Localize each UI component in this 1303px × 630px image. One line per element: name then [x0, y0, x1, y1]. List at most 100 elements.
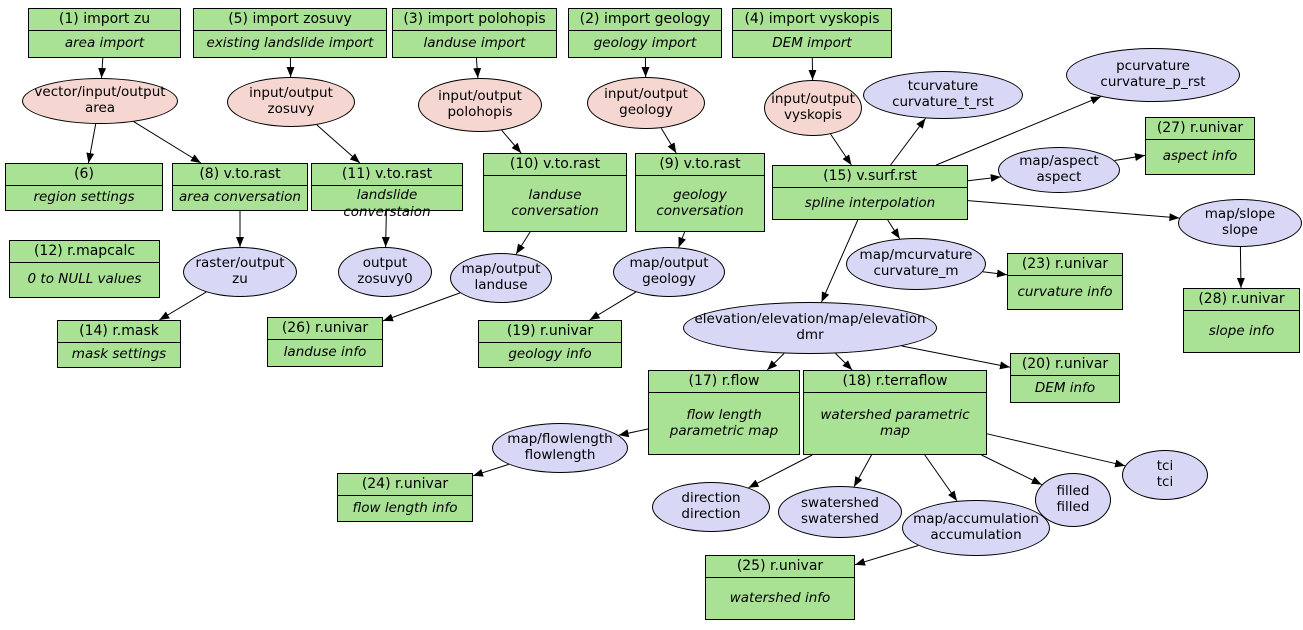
- edge-io-vyskopis--vsurfrst: [830, 133, 852, 166]
- module-description: curvature info: [1017, 283, 1113, 300]
- module-description: DEM import: [772, 35, 852, 52]
- module-title: (10) v.to.rast: [484, 154, 626, 176]
- module-description: watershed info: [729, 589, 831, 606]
- module-title: (8) v.to.rast: [173, 164, 307, 186]
- module-description: spline interpolation: [804, 194, 936, 211]
- module-node-runivar-landuse[interactable]: (26) r.univar landuse info: [267, 317, 383, 367]
- module-description: landuse conversation: [511, 186, 599, 220]
- module-description: watershed parametric map: [820, 406, 970, 440]
- data-node-map-flowlength[interactable]: map/flowlength flowlength: [492, 423, 628, 473]
- edge-vtorast-landslide--out-zosuvy0: [381, 210, 390, 248]
- edge-elevation-dmr--rterraflow: [835, 353, 853, 371]
- module-title: (23) r.univar: [1008, 254, 1122, 276]
- data-node-out-zu[interactable]: raster/output zu: [183, 247, 297, 297]
- module-title: (11) v.to.rast: [312, 164, 462, 186]
- module-node-rflow[interactable]: (17) r.flow flow length parametric map: [648, 370, 800, 455]
- module-title: (2) import geology: [569, 9, 721, 31]
- module-title: (15) v.surf.rst: [773, 166, 967, 188]
- data-node-map-accumulation[interactable]: map/accumulation accumulation: [902, 500, 1050, 556]
- module-description: aspect info: [1162, 148, 1238, 165]
- module-node-runivar-aspect[interactable]: (27) r.univar aspect info: [1145, 117, 1255, 175]
- module-title: (28) r.univar: [1184, 289, 1299, 311]
- data-node-io-vyskopis[interactable]: input/output vyskopis: [764, 80, 862, 136]
- module-title: (27) r.univar: [1146, 118, 1254, 140]
- data-node-elevation-dmr[interactable]: elevation/elevation/map/elevation dmr: [683, 302, 937, 354]
- data-node-io-area[interactable]: vector/input/output area: [22, 78, 178, 124]
- module-node-vtorast-landuse[interactable]: (10) v.to.rast landuse conversation: [483, 153, 627, 232]
- module-node-runivar-curvature[interactable]: (23) r.univar curvature info: [1007, 253, 1123, 310]
- data-node-filled[interactable]: filled filled: [1035, 473, 1111, 527]
- data-node-label: input/output polohopis: [438, 88, 522, 120]
- data-node-tcurvature[interactable]: tcurvature curvature_t_rst: [863, 71, 1023, 119]
- edge-rterraflow--tci: [986, 433, 1126, 468]
- data-node-io-polohopis[interactable]: input/output polohopis: [418, 78, 542, 132]
- edge-vsurfrst--map-mcurvature: [887, 219, 901, 239]
- module-title: (4) import vyskopis: [733, 9, 891, 31]
- module-description: geology info: [508, 346, 592, 363]
- data-node-map-aspect[interactable]: map/aspect aspect: [998, 147, 1120, 193]
- edge-vtorast-geology--out-geology: [678, 231, 686, 248]
- data-node-label: direction direction: [681, 490, 741, 522]
- data-node-direction[interactable]: direction direction: [652, 482, 770, 532]
- module-description: flow length parametric map: [669, 406, 779, 440]
- module-description: geology conversation: [656, 186, 744, 220]
- edge-out-landuse--runivar-landuse: [382, 292, 461, 322]
- data-node-out-landuse[interactable]: map/output landuse: [450, 253, 552, 303]
- edge-rterraflow--map-accumulation: [924, 454, 958, 502]
- module-title: (25) r.univar: [706, 556, 854, 578]
- data-node-label: input/output vyskopis: [771, 91, 855, 123]
- module-node-vsurfrst[interactable]: (15) v.surf.rst spline interpolation: [772, 165, 968, 220]
- module-title: (5) import zosuvy: [194, 9, 386, 31]
- edge-import-polohopis--io-polohopis: [473, 57, 482, 79]
- edge-io-area--vtorast-area: [133, 121, 202, 164]
- data-node-label: map/mcurvature curvature_m: [859, 247, 973, 279]
- edge-out-geology--runivar-geology: [589, 291, 637, 321]
- data-node-label: filled filled: [1056, 483, 1090, 515]
- module-node-runivar-watershed[interactable]: (25) r.univar watershed info: [705, 555, 855, 620]
- edge-vsurfrst--pcurvature: [936, 96, 1102, 166]
- module-description: region settings: [33, 189, 135, 206]
- edge-vsurfrst--map-aspect: [967, 174, 1001, 183]
- module-description: DEM info: [1034, 380, 1096, 397]
- module-title: (17) r.flow: [649, 371, 799, 393]
- module-title: (26) r.univar: [268, 318, 382, 340]
- module-description: 0 to NULL values: [27, 271, 142, 288]
- edge-vsurfrst--map-slope: [967, 200, 1180, 222]
- module-title: (1) import zu: [29, 9, 180, 31]
- data-node-map-mcurvature[interactable]: map/mcurvature curvature_m: [846, 238, 986, 290]
- data-node-swatershed[interactable]: swatershed swatershed: [778, 486, 902, 538]
- data-node-label: tci tci: [1156, 458, 1174, 490]
- module-title: (6): [6, 164, 162, 186]
- module-description: landuse info: [283, 344, 367, 361]
- data-node-io-geology[interactable]: input/output geology: [587, 77, 705, 129]
- edge-io-area--region-settings: [86, 123, 97, 164]
- edge-rterraflow--direction: [748, 454, 813, 489]
- data-node-tci[interactable]: tci tci: [1122, 450, 1208, 500]
- data-node-label: map/output geology: [629, 255, 709, 287]
- module-node-region-settings[interactable]: (6) region settings: [5, 163, 163, 211]
- data-node-out-geology[interactable]: map/output geology: [613, 247, 725, 297]
- data-node-label: map/output landuse: [461, 261, 541, 293]
- data-node-out-zosuvy0[interactable]: output zosuvy0: [338, 247, 432, 297]
- data-node-pcurvature[interactable]: pcurvature curvature_p_rst: [1066, 48, 1240, 102]
- edge-rterraflow--filled: [981, 454, 1042, 486]
- data-node-map-slope[interactable]: map/slope slope: [1178, 199, 1302, 247]
- data-node-io-zosuvy[interactable]: input/output zosuvy: [227, 77, 355, 127]
- edge-map-slope--runivar-slope: [1236, 246, 1245, 289]
